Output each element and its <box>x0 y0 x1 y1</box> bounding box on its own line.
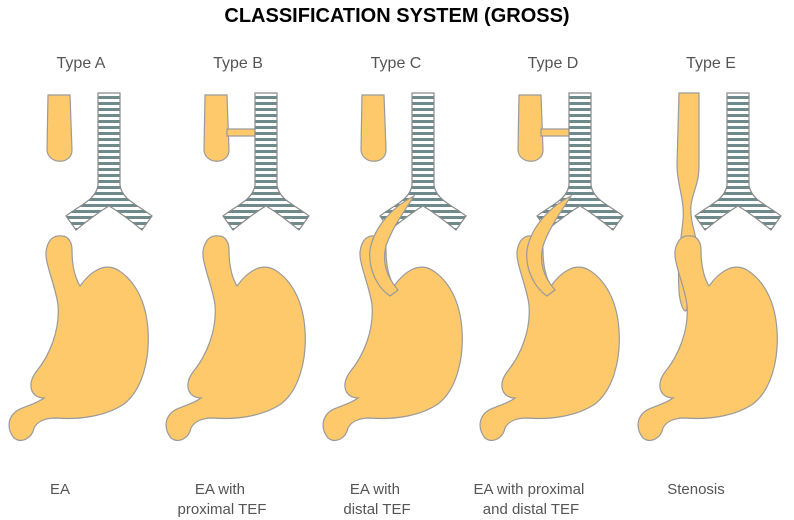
type-a-label: Type A <box>57 55 106 72</box>
type-e-caption: Stenosis <box>667 481 725 498</box>
proximal-fistula <box>540 128 572 137</box>
trachea <box>379 92 467 231</box>
type-c-illustration <box>322 92 467 441</box>
type-b-illustration <box>165 92 310 441</box>
stomach <box>322 235 463 441</box>
type-a-caption: EA <box>50 481 70 498</box>
trachea <box>694 92 782 231</box>
distal-fistula <box>526 194 573 297</box>
stomach <box>479 235 620 441</box>
distal-fistula <box>369 194 416 297</box>
proximal-fistula <box>226 128 258 137</box>
type-c-caption: EA with distal TEF <box>343 481 410 518</box>
type-d-label: Type D <box>528 55 579 72</box>
stomach <box>165 235 306 441</box>
type-b-caption: EA with proximal TEF <box>178 481 267 518</box>
type-b-label: Type B <box>213 55 263 72</box>
type-e-illustration <box>637 92 782 441</box>
type-d-illustration <box>479 92 624 441</box>
proximal-esophageal-pouch <box>360 94 387 162</box>
type-e-label: Type E <box>686 55 736 72</box>
captions: EA EA with proximal TEF EA with distal T… <box>50 481 725 518</box>
trachea <box>536 92 624 231</box>
stomach <box>8 235 149 441</box>
trachea <box>65 92 153 231</box>
proximal-esophageal-pouch <box>46 94 73 162</box>
trachea <box>222 92 310 231</box>
type-a-illustration <box>8 92 153 441</box>
stomach <box>637 235 778 441</box>
type-labels: Type A Type B Type C Type D Type E <box>57 55 736 72</box>
type-c-label: Type C <box>371 55 422 72</box>
proximal-esophageal-pouch <box>203 94 230 162</box>
diagram-title: CLASSIFICATION SYSTEM (GROSS) <box>224 5 569 27</box>
proximal-esophageal-pouch <box>517 94 544 162</box>
type-d-caption: EA with proximal and distal TEF <box>473 481 588 518</box>
